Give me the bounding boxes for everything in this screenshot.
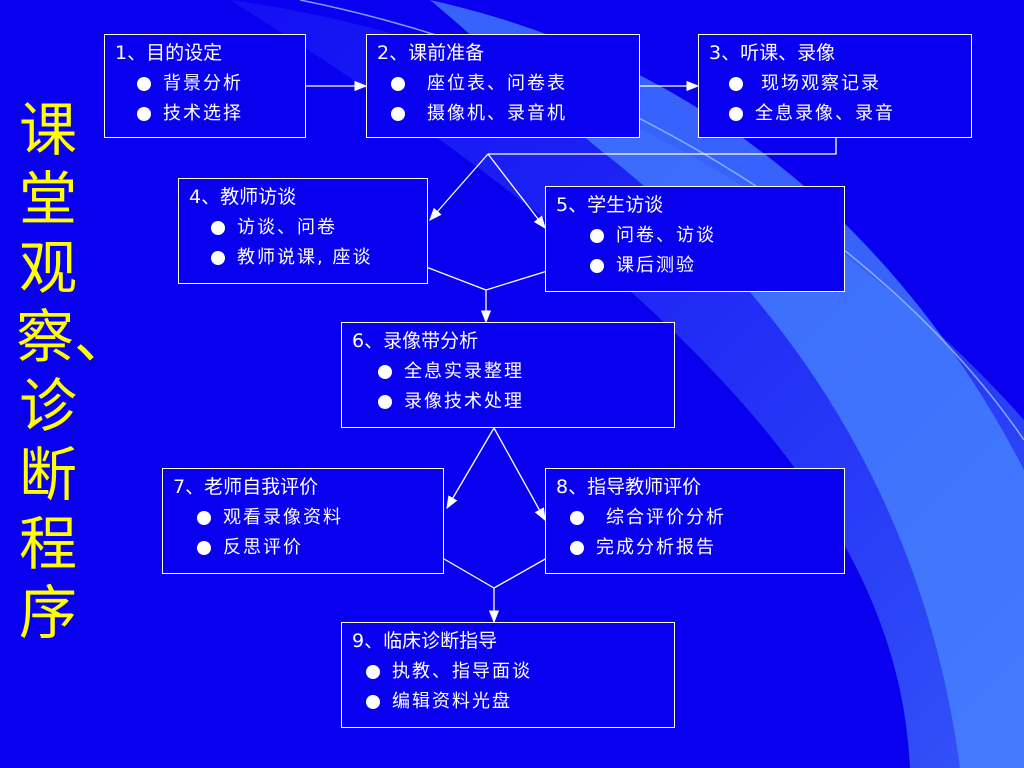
- bullet-icon: [590, 259, 604, 273]
- list-item: 技术选择: [137, 99, 295, 129]
- list-item: 教师说课, 座谈: [211, 243, 417, 273]
- bullet-icon: [197, 541, 211, 555]
- list-item: 综合评价分析: [570, 503, 834, 533]
- bullet-icon: [570, 511, 584, 525]
- step-items: 座位表、问卷表 摄像机、录音机: [377, 69, 629, 129]
- bullet-icon: [391, 107, 405, 121]
- step-box-2: 2、课前准备 座位表、问卷表 摄像机、录音机: [366, 34, 640, 138]
- bullet-icon: [366, 665, 380, 679]
- bullet-icon: [366, 695, 380, 709]
- list-item: 编辑资料光盘: [366, 687, 664, 717]
- bullet-icon: [137, 107, 151, 121]
- list-item: 观看录像资料: [197, 503, 433, 533]
- step-title: 6、录像带分析: [352, 330, 479, 352]
- step-items: 观看录像资料 反思评价: [173, 503, 433, 563]
- bullet-icon: [391, 77, 405, 91]
- list-item: 全息录像、录音: [729, 99, 961, 129]
- step-title: 7、老师自我评价: [173, 476, 319, 498]
- step-items: 执教、指导面谈 编辑资料光盘: [352, 657, 664, 717]
- bullet-icon: [729, 107, 743, 121]
- step-items: 综合评价分析 完成分析报告: [556, 503, 834, 563]
- step-title: 3、听课、录像: [709, 42, 836, 64]
- bullet-icon: [137, 77, 151, 91]
- list-item: 访谈、问卷: [211, 213, 417, 243]
- step-box-9: 9、临床诊断指导 执教、指导面谈 编辑资料光盘: [341, 622, 675, 728]
- step-title: 5、学生访谈: [556, 194, 664, 216]
- bullet-icon: [729, 77, 743, 91]
- step-title: 1、目的设定: [115, 42, 223, 64]
- bullet-icon: [378, 395, 392, 409]
- step-items: 问卷、访谈 课后测验: [556, 221, 834, 281]
- list-item: 摄像机、录音机: [391, 99, 629, 129]
- step-title: 8、指导教师评价: [556, 476, 702, 498]
- bullet-icon: [211, 221, 225, 235]
- step-items: 访谈、问卷 教师说课, 座谈: [189, 213, 417, 273]
- step-box-4: 4、教师访谈 访谈、问卷 教师说课, 座谈: [178, 178, 428, 284]
- bullet-icon: [378, 365, 392, 379]
- bullet-icon: [590, 229, 604, 243]
- step-box-3: 3、听课、录像 现场观察记录 全息录像、录音: [698, 34, 972, 138]
- list-item: 课后测验: [590, 251, 834, 281]
- list-item: 背景分析: [137, 69, 295, 99]
- bullet-icon: [197, 511, 211, 525]
- page-title: 课堂观察、诊断程序: [16, 96, 133, 647]
- list-item: 录像技术处理: [378, 387, 664, 417]
- step-box-6: 6、录像带分析 全息实录整理 录像技术处理: [341, 322, 675, 428]
- list-item: 完成分析报告: [570, 533, 834, 563]
- step-box-5: 5、学生访谈 问卷、访谈 课后测验: [545, 186, 845, 292]
- step-items: 全息实录整理 录像技术处理: [352, 357, 664, 417]
- step-box-8: 8、指导教师评价 综合评价分析 完成分析报告: [545, 468, 845, 574]
- step-box-1: 1、目的设定 背景分析 技术选择: [104, 34, 306, 138]
- list-item: 座位表、问卷表: [391, 69, 629, 99]
- bullet-icon: [570, 541, 584, 555]
- step-title: 2、课前准备: [377, 42, 485, 64]
- step-box-7: 7、老师自我评价 观看录像资料 反思评价: [162, 468, 444, 574]
- step-title: 9、临床诊断指导: [352, 630, 498, 652]
- list-item: 现场观察记录: [729, 69, 961, 99]
- list-item: 执教、指导面谈: [366, 657, 664, 687]
- step-items: 现场观察记录 全息录像、录音: [709, 69, 961, 129]
- step-title: 4、教师访谈: [189, 186, 297, 208]
- bullet-icon: [211, 251, 225, 265]
- step-items: 背景分析 技术选择: [115, 69, 295, 129]
- list-item: 全息实录整理: [378, 357, 664, 387]
- list-item: 反思评价: [197, 533, 433, 563]
- list-item: 问卷、访谈: [590, 221, 834, 251]
